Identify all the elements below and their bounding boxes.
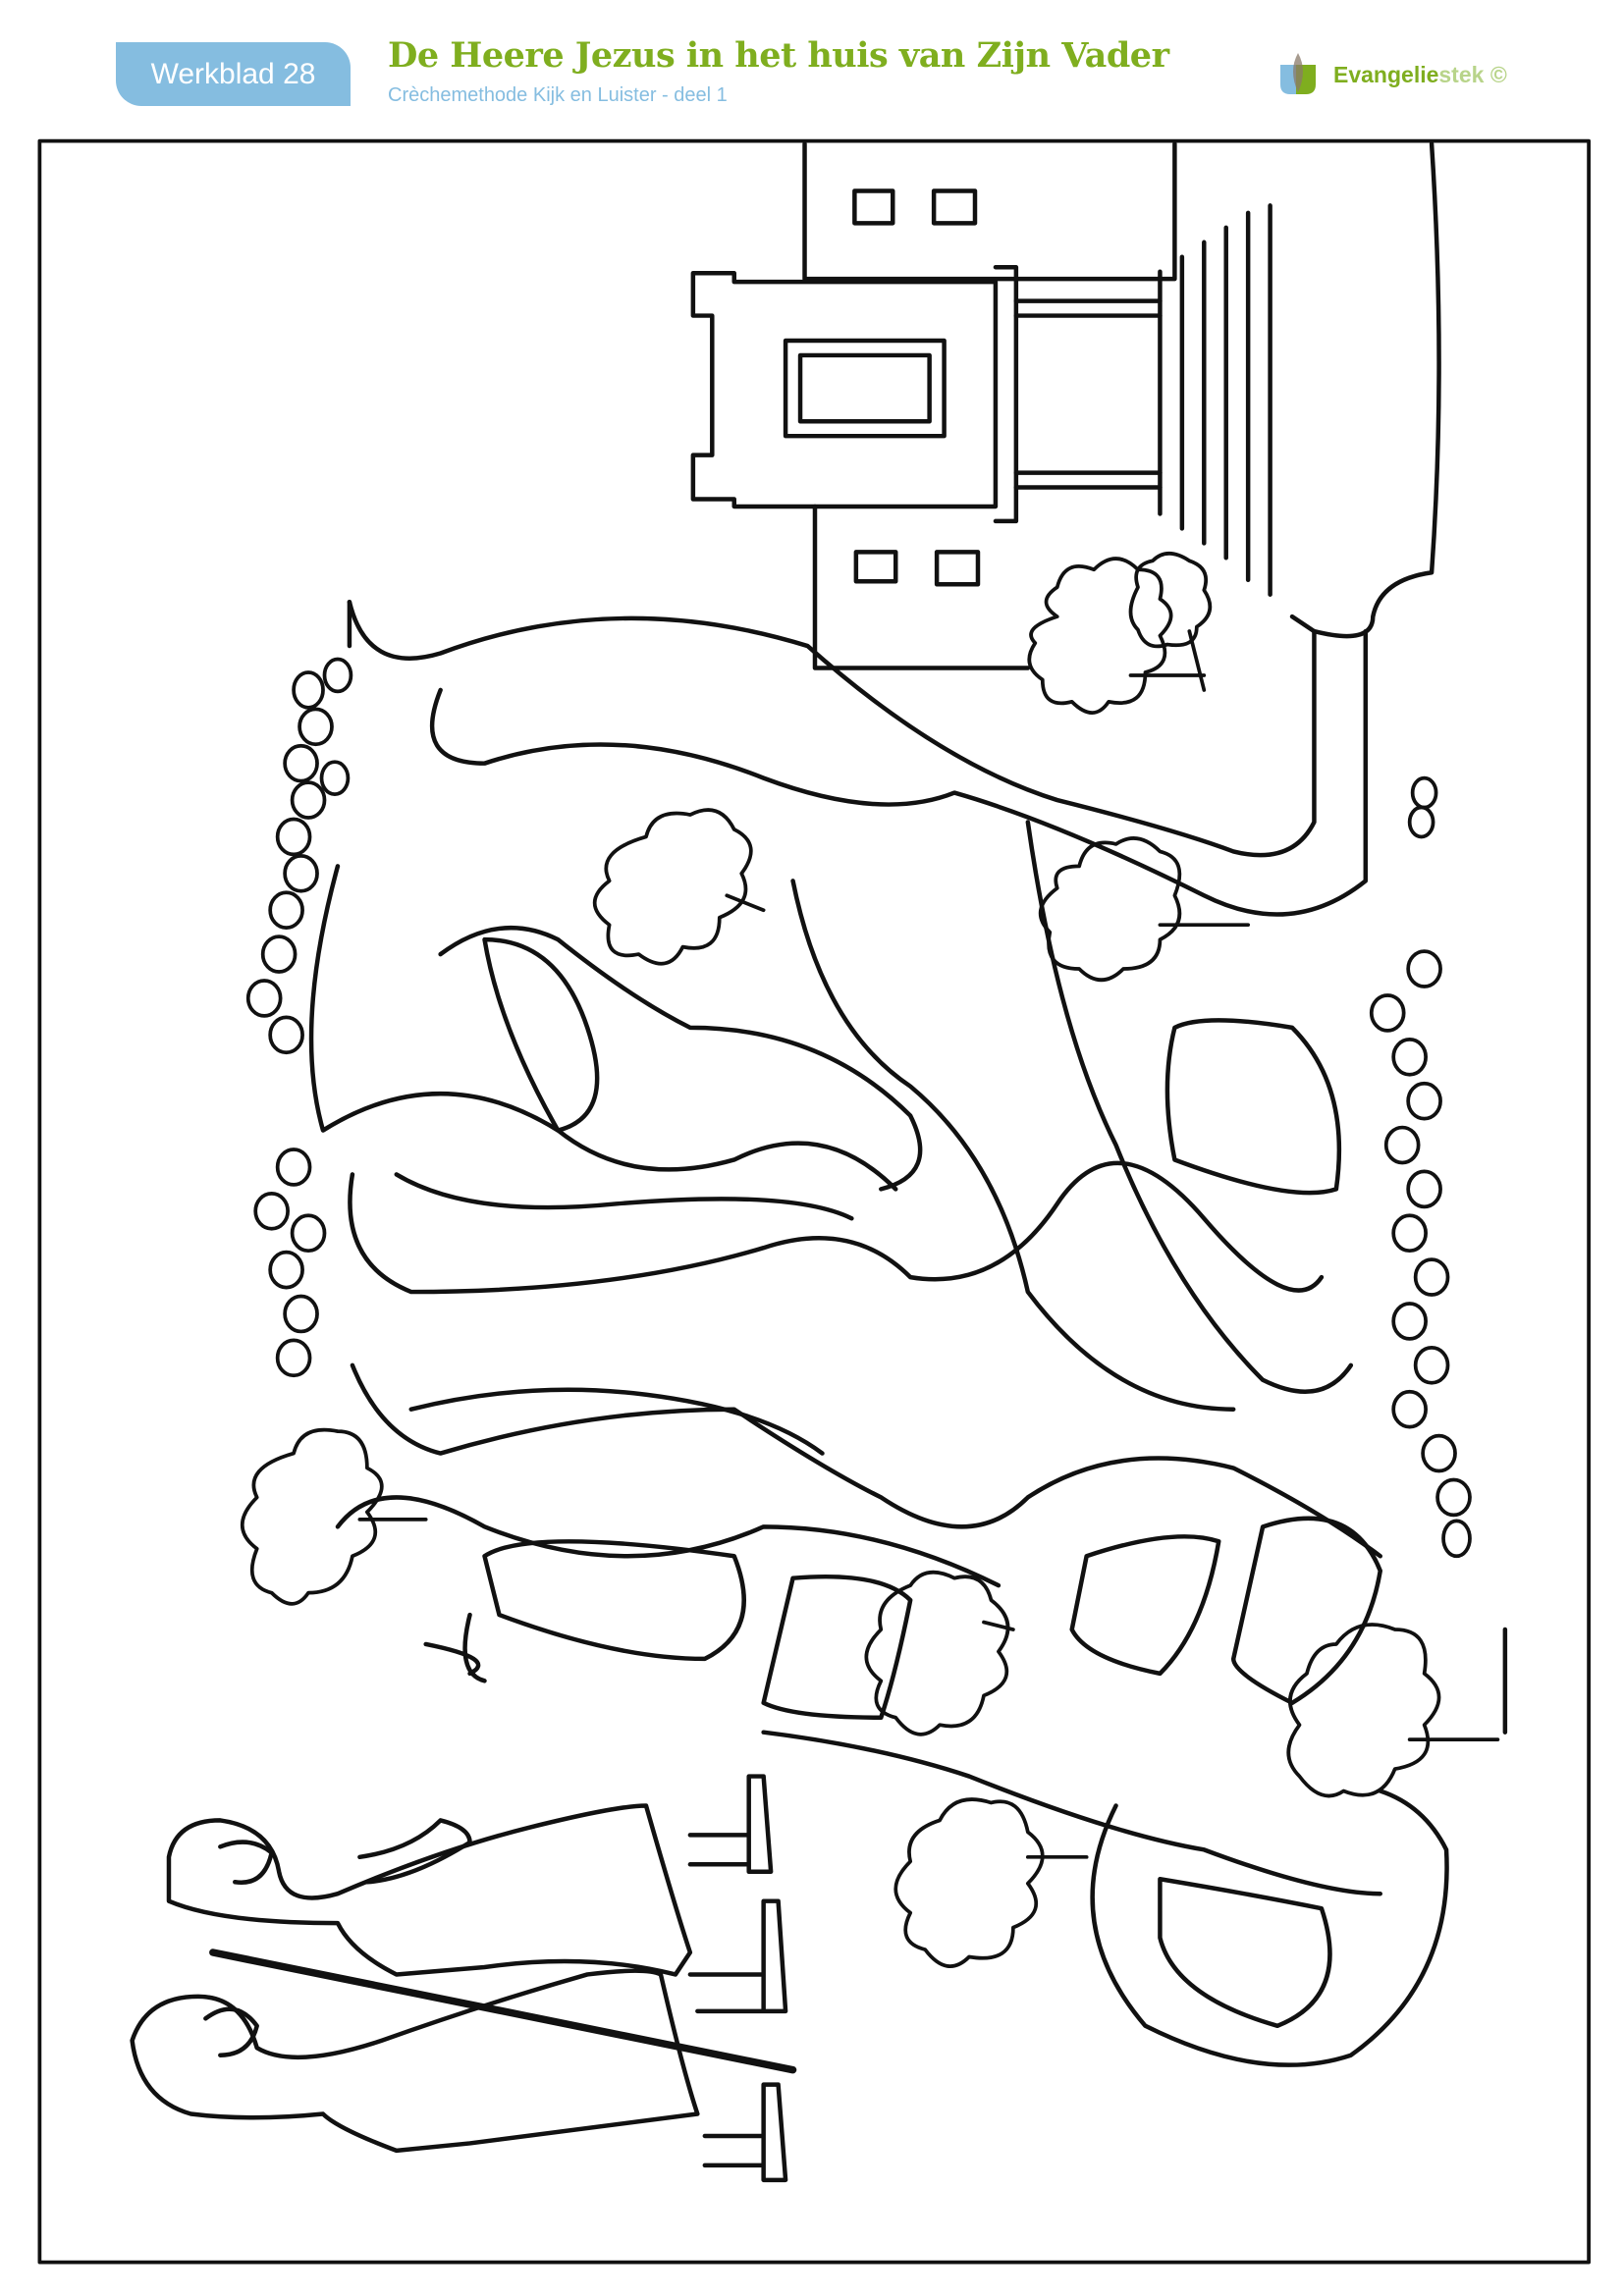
page-title: De Heere Jezus in het huis van Zijn Vade… <box>388 35 1169 76</box>
house <box>690 141 1441 670</box>
tree <box>1027 557 1207 715</box>
walking-figures <box>130 1774 797 2183</box>
bushes <box>245 657 1472 1559</box>
worksheet-badge: Werkblad 28 <box>116 42 351 106</box>
bush-left-mid <box>253 1148 327 1378</box>
bush-right <box>1369 775 1472 1559</box>
tree <box>893 1797 1089 1968</box>
publisher-logo: Evangeliestek © <box>1276 51 1507 98</box>
tree <box>864 1570 1015 1736</box>
tree <box>592 808 766 966</box>
tree <box>1128 551 1213 649</box>
page-subtitle: Crèchemethode Kijk en Luister - deel 1 <box>388 84 728 106</box>
trees <box>241 551 1500 1968</box>
maze-paths <box>308 599 1508 2067</box>
worksheet-number: Werkblad 28 <box>150 57 316 90</box>
leaf-logo-icon <box>1280 53 1316 94</box>
tree <box>1038 836 1251 983</box>
figure-joseph <box>130 1898 797 2183</box>
figure-mary <box>166 1774 774 1977</box>
bush-left-top <box>245 657 353 1055</box>
page-frame <box>37 138 1591 2265</box>
logo-text: Evangeliestek © <box>1333 61 1507 87</box>
tree <box>241 1427 428 1606</box>
tree <box>1286 1623 1500 1798</box>
